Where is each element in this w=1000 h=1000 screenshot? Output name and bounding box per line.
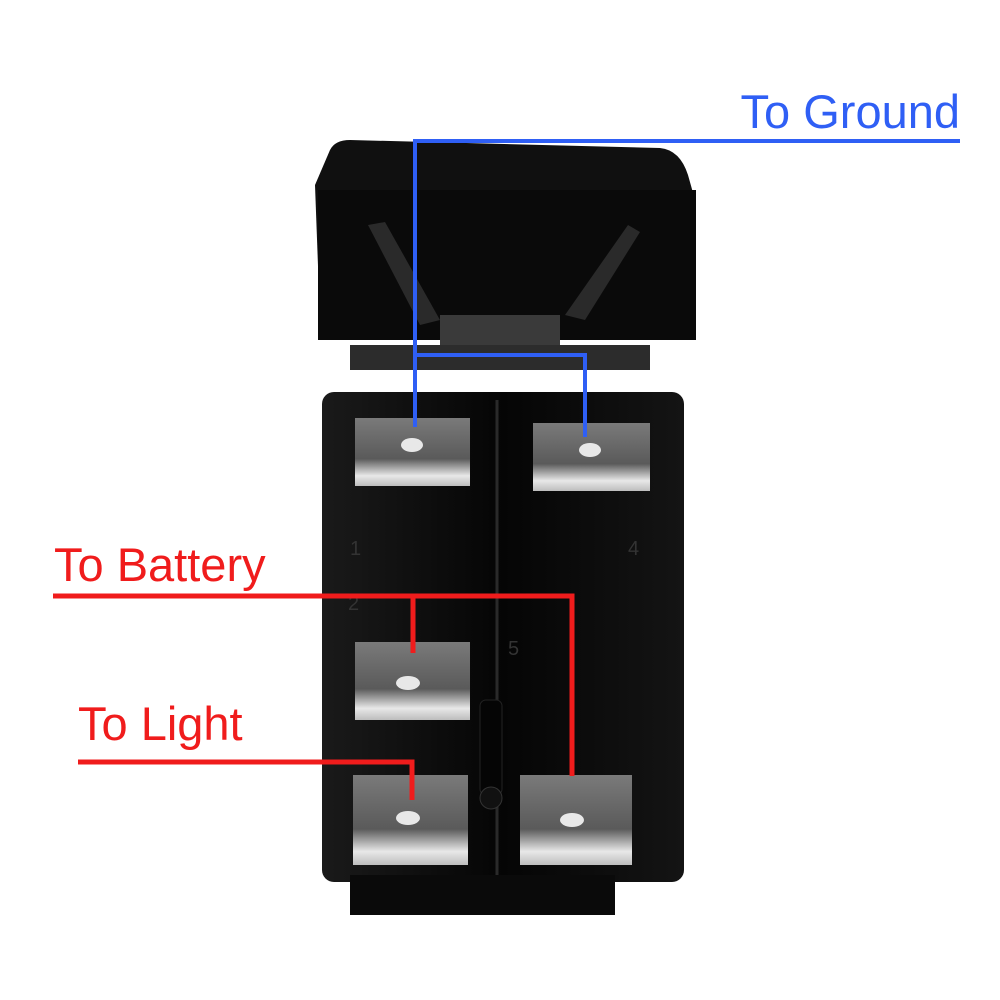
shoulder bbox=[350, 345, 650, 370]
pin-number-4: 4 bbox=[628, 538, 639, 560]
led-post bbox=[479, 699, 503, 796]
latch-right bbox=[565, 225, 640, 320]
led-tip bbox=[479, 786, 503, 810]
label-to-battery: To Battery bbox=[54, 538, 266, 591]
label-to-light: To Light bbox=[78, 697, 243, 750]
terminal-2 bbox=[355, 642, 470, 720]
label-to-ground: To Ground bbox=[741, 85, 960, 138]
ground-wire-lines bbox=[413, 139, 960, 437]
switch-foot bbox=[350, 875, 615, 915]
pin-number-5: 5 bbox=[508, 638, 519, 660]
terminal-1 bbox=[355, 418, 470, 486]
terminal-5 bbox=[520, 775, 632, 865]
pin-number-2: 2 bbox=[348, 593, 359, 615]
battery-wire-lines bbox=[53, 593, 575, 776]
latch-left bbox=[368, 222, 440, 325]
pin-number-1: 1 bbox=[350, 538, 361, 560]
light-wire-line bbox=[78, 759, 415, 800]
rocker-switch: 1 2 4 5 bbox=[315, 140, 696, 915]
terminal-4 bbox=[533, 423, 650, 491]
